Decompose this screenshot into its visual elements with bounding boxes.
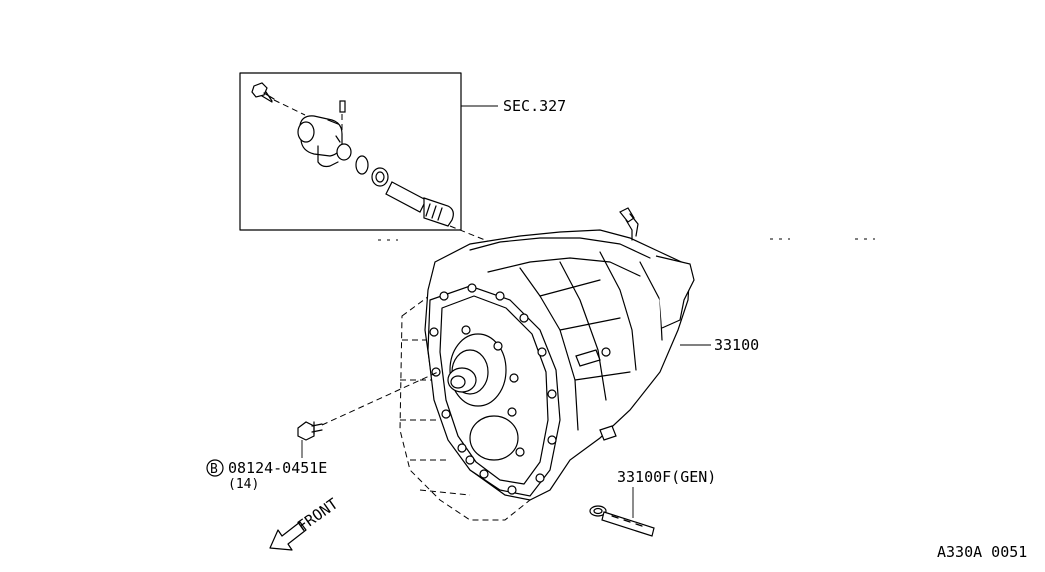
sec-327-label: SEC.327 bbox=[503, 97, 566, 115]
inset-pin bbox=[339, 100, 346, 113]
front-label: FRONT bbox=[294, 495, 341, 536]
flange-bolts bbox=[429, 283, 557, 495]
transmission-part-label: 33100 bbox=[714, 336, 759, 354]
mounting-bolt bbox=[297, 421, 323, 441]
inset-bolt bbox=[251, 82, 275, 103]
sec-327-inset bbox=[239, 72, 462, 231]
inset-gear-shaft bbox=[385, 181, 454, 227]
transmission-assembly bbox=[399, 207, 695, 521]
gen-tag bbox=[589, 505, 655, 537]
bolt-quantity-label: (14) bbox=[228, 477, 259, 492]
input-shaft-boss bbox=[447, 333, 507, 407]
gen-tag-label: 33100F(GEN) bbox=[617, 468, 716, 486]
bolt-code-letter: B bbox=[210, 462, 218, 477]
inset-o-ring bbox=[355, 155, 369, 175]
diagram-id: A330A 0051 bbox=[937, 543, 1027, 561]
bolt-part-label: 08124-0451E bbox=[228, 459, 327, 477]
breather-tube bbox=[619, 207, 639, 241]
inset-frame bbox=[239, 72, 462, 231]
front-arrow-icon bbox=[269, 521, 307, 551]
bolt-code-badge: B bbox=[206, 459, 224, 477]
inset-collar bbox=[371, 167, 389, 187]
inset-sensor-body bbox=[297, 115, 352, 168]
